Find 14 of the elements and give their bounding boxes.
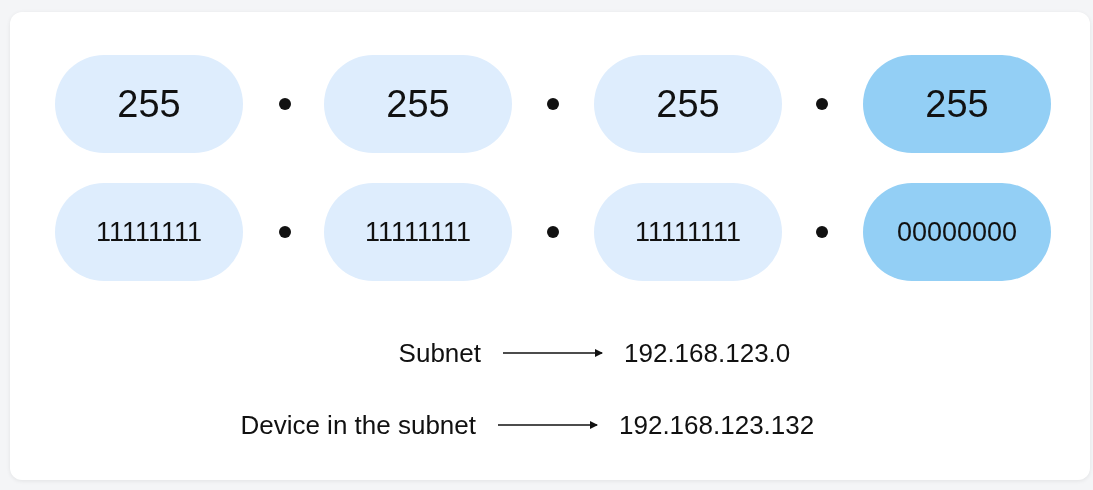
arrow — [497, 421, 598, 429]
arrow — [502, 349, 603, 357]
value-pill: 00000000 — [863, 183, 1051, 281]
value-pill: 255 — [55, 55, 243, 153]
value-pill: 255 — [324, 55, 512, 153]
value-pill: 11111111 — [55, 183, 243, 281]
text-label: Subnet — [398, 338, 481, 368]
text-label: 192.168.123.0 — [624, 338, 791, 368]
value-pill: 11111111 — [594, 183, 782, 281]
value-pill: 11111111 — [324, 183, 512, 281]
text-label: Device in the subnet — [240, 410, 476, 440]
text-label: 192.168.123.132 — [619, 410, 815, 440]
value-pill: 255 — [594, 55, 782, 153]
value-pill: 255 — [863, 55, 1051, 153]
